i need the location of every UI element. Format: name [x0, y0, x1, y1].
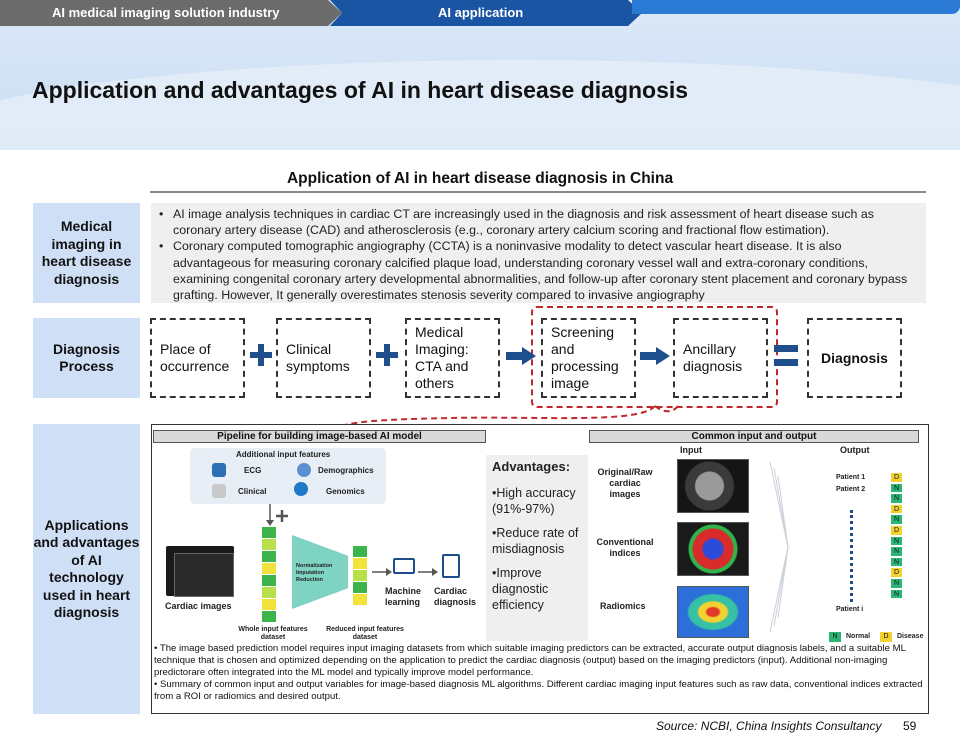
note-item: • Summary of common input and output var…	[154, 679, 923, 702]
whole-dataset-bar	[262, 527, 276, 623]
common-io-title: Common input and output	[589, 430, 919, 443]
step-label: Diagnosis	[821, 349, 888, 366]
output-cell: N	[890, 482, 903, 494]
io-row-radiomics: Radiomics	[600, 601, 646, 611]
advantage-item: •Improve diagnostic efficiency	[492, 566, 549, 612]
cardiac-diagnosis-label: Cardiac diagnosis	[434, 586, 477, 607]
patient-ellipsis	[850, 510, 853, 602]
output-cell: N	[890, 514, 903, 525]
output-cell: N	[890, 556, 903, 568]
ecg-icon	[212, 463, 226, 477]
header-wave	[0, 60, 960, 150]
feature-genomics: Genomics	[326, 487, 365, 496]
cardiac-images-label: Cardiac images	[165, 601, 232, 611]
arrow-right-icon	[506, 347, 536, 365]
io-row-raw: Original/Raw cardiac images	[597, 467, 653, 499]
step-ancillary: Ancillary diagnosis	[673, 318, 768, 398]
raw-cardiac-image	[677, 459, 749, 513]
medical-imaging-bullets: AI image analysis techniques in cardiac …	[151, 203, 926, 303]
patient-i-label: Patient i	[836, 606, 864, 613]
legend-normal-label: Normal	[846, 633, 871, 640]
label-diagnosis-process: Diagnosis Process	[33, 318, 140, 398]
feature-ecg: ECG	[244, 466, 262, 475]
bullet-item: AI image analysis techniques in cardiac …	[159, 206, 920, 238]
output-cell: N	[890, 535, 903, 547]
arrow-right-icon	[640, 347, 670, 365]
output-cell: N	[890, 588, 903, 600]
step-medical-imaging: Medical Imaging: CTA and others	[405, 318, 500, 398]
applications-notes: • The image based prediction model requi…	[154, 643, 926, 703]
cardiac-image	[174, 553, 234, 597]
patient-2-label: Patient 2	[836, 486, 866, 493]
tab-ai-application[interactable]: AI application	[330, 0, 642, 26]
source-note: Source: NCBI, China Insights Consultancy	[656, 719, 882, 733]
step-place-of-occurrence: Place of occurrence	[150, 318, 245, 398]
flow-chevrons	[769, 462, 789, 632]
output-cell: D	[890, 503, 903, 515]
breadcrumb-bar: AI medical imaging solution industry AI …	[0, 0, 960, 26]
reduced-dataset-bar	[353, 546, 367, 606]
plus-arrow-icon	[266, 504, 288, 526]
feature-clinical: Clinical	[238, 487, 267, 496]
tab-accent	[632, 0, 960, 14]
plus-icon	[376, 344, 398, 366]
funnel-label: Normalization Imputation Reduction	[296, 563, 333, 583]
output-cell: N	[890, 493, 903, 504]
page-title: Application and advantages of AI in hear…	[32, 77, 689, 103]
clinical-icon	[212, 484, 226, 498]
advantages-box: Advantages: •High accuracy (91%-97%) •Re…	[486, 455, 588, 641]
step-label: Place of occurrence	[160, 341, 230, 374]
machine-learning-label: Machine learning	[385, 586, 422, 607]
conventional-indices-image	[677, 522, 749, 576]
legend-normal-swatch: N	[829, 632, 841, 642]
advantages-title: Advantages:	[492, 459, 571, 474]
step-label: Ancillary diagnosis	[683, 341, 743, 374]
io-row-conventional: Conventional indices	[596, 537, 654, 558]
pipeline-title: Pipeline for building image-based AI mod…	[153, 430, 486, 443]
arrow-right-icon	[372, 568, 392, 576]
label-medical-imaging: Medical imaging in heart disease diagnos…	[33, 203, 140, 303]
step-label: Clinical symptoms	[286, 341, 350, 374]
page-number: 59	[903, 719, 917, 733]
step-clinical-symptoms: Clinical symptoms	[276, 318, 371, 398]
clipboard-icon	[442, 554, 460, 578]
bullet-item: Coronary computed tomographic angiograph…	[159, 238, 920, 303]
equals-icon	[774, 345, 798, 367]
step-label: Medical Imaging: CTA and others	[415, 324, 469, 391]
patient-1-label: Patient 1	[836, 474, 866, 481]
output-cell: D	[890, 524, 903, 536]
section-divider	[150, 191, 926, 193]
step-diagnosis: Diagnosis	[807, 318, 902, 398]
output-cell: N	[890, 577, 903, 589]
output-cell: D	[890, 567, 903, 578]
plus-icon	[250, 344, 272, 366]
advantage-item: •Reduce rate of misdiagnosis	[492, 526, 579, 556]
output-cell: N	[890, 546, 903, 557]
input-header: Input	[680, 445, 702, 455]
arrow-right-icon	[418, 568, 438, 576]
output-header: Output	[840, 445, 870, 455]
legend-disease-swatch: D	[880, 632, 892, 642]
whole-dataset-label: Whole input features dataset	[238, 626, 308, 641]
demographics-icon	[297, 463, 311, 477]
output-cell: D	[890, 472, 903, 483]
note-item: • The image based prediction model requi…	[154, 643, 906, 678]
label-applications: Applications and advantages of AI techno…	[33, 424, 140, 714]
radiomics-image	[677, 586, 749, 638]
step-screening: Screening and processing image	[541, 318, 636, 398]
feature-demographics: Demographics	[318, 466, 374, 475]
step-label: Screening and processing image	[551, 324, 619, 391]
section-title: Application of AI in heart disease diagn…	[286, 170, 674, 187]
reduced-dataset-label: Reduced input features dataset	[326, 626, 404, 641]
advantage-item: •High accuracy (91%-97%)	[492, 486, 576, 516]
legend-disease-label: Disease	[897, 633, 924, 640]
genomics-icon	[294, 482, 308, 496]
tab-ai-medical-imaging[interactable]: AI medical imaging solution industry	[0, 0, 342, 26]
additional-features-title: Additional input features	[236, 450, 331, 459]
dashed-connector	[321, 405, 679, 441]
machine-learning-icon	[393, 558, 415, 574]
